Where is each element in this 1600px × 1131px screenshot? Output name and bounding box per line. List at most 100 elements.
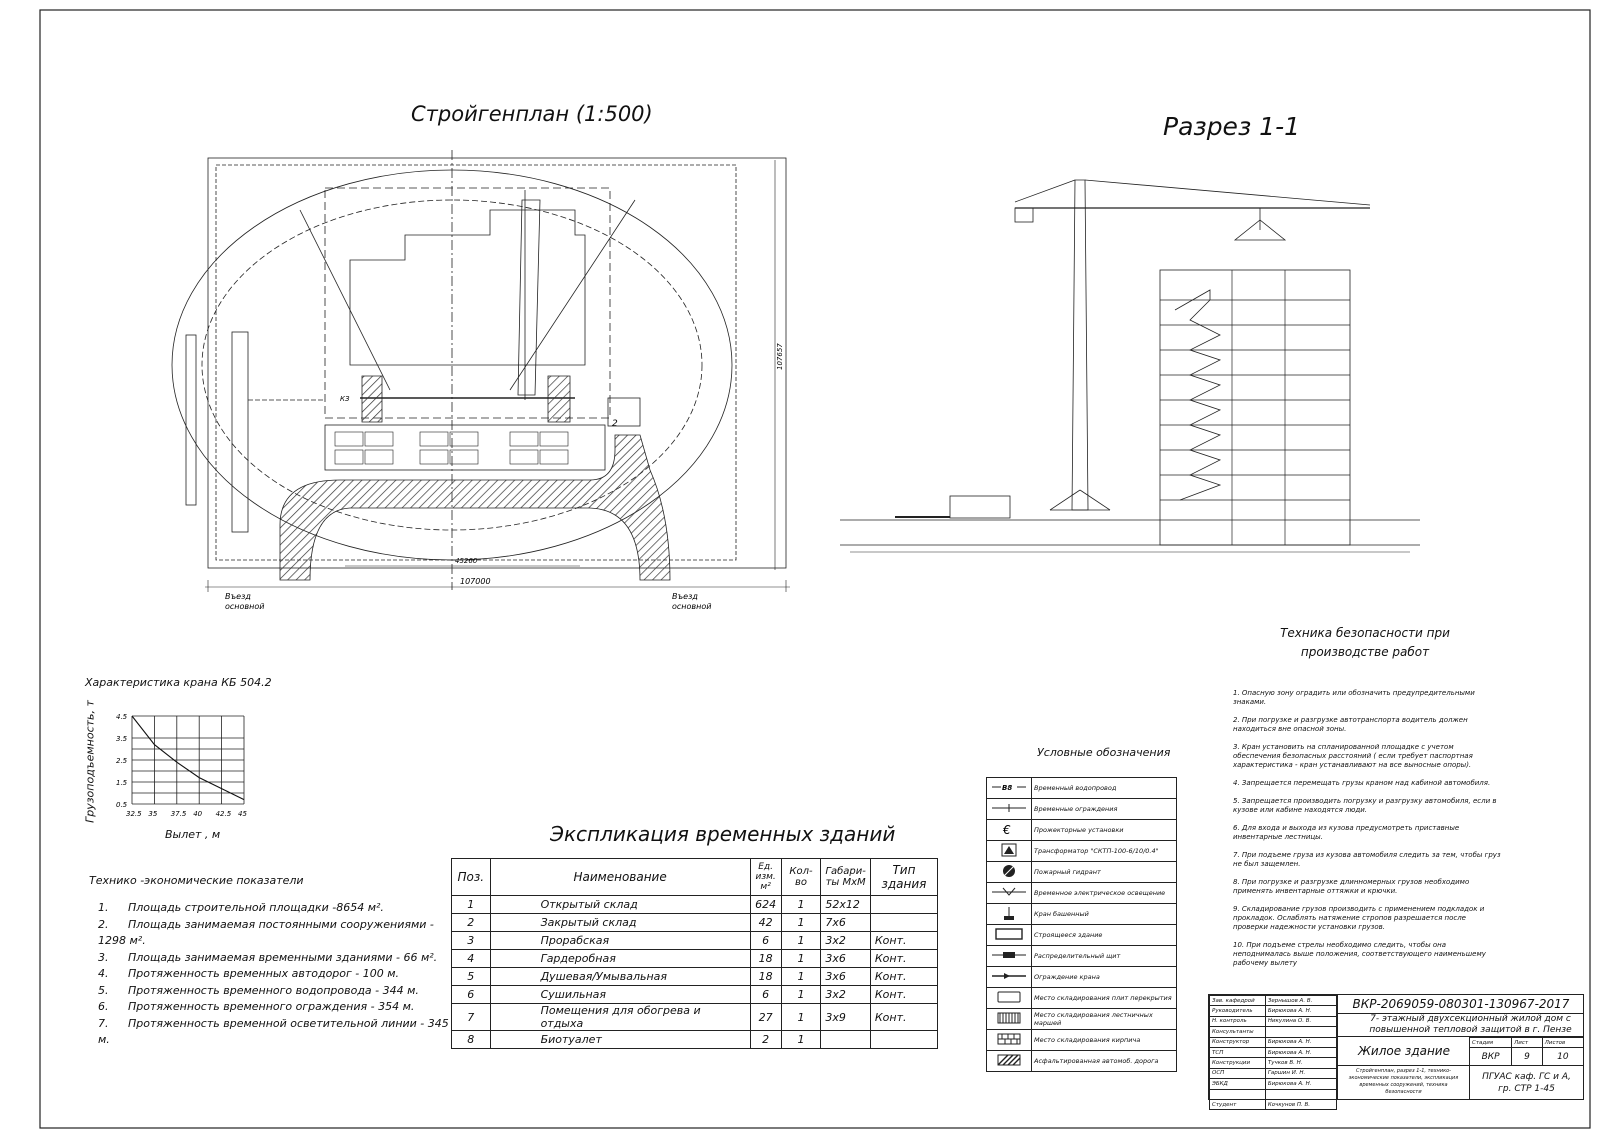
legend-label: Трансформатор "СКТП-100-6/10/0.4" xyxy=(1031,840,1177,862)
title-block-person-role: ОСП xyxy=(1209,1067,1266,1080)
legend-row: € Прожекторные установки xyxy=(986,819,1177,841)
title-block-person-name: Зернышов А. В. xyxy=(1264,994,1338,1007)
title-block-code: ВКР-2069059-080301-130967-2017 xyxy=(1337,995,1584,1014)
dim-vertical-label: 107657 xyxy=(776,343,784,370)
asphalt-road-icon xyxy=(986,1050,1032,1072)
title-block-person-name: Никулина О. В. xyxy=(1264,1015,1338,1028)
tei-item: 2.Площадь занимаемая постоянными сооруже… xyxy=(98,917,458,950)
tei-item: 7.Протяженность временной осветительной … xyxy=(98,1016,458,1049)
col-unit: Ед. изм. м² xyxy=(749,858,782,896)
explication-cell: Прорабская xyxy=(489,931,751,950)
section-title: Разрез 1-1 xyxy=(1163,112,1301,141)
exit-left-label: Въезд xyxy=(225,592,251,601)
explication-cell xyxy=(869,895,939,914)
slab-storage-icon xyxy=(986,987,1032,1009)
explication-cell: 1 xyxy=(780,895,822,914)
dim-total-label: 107000 xyxy=(460,577,491,586)
title-block-person-name: Кочкунов П. В. xyxy=(1264,1098,1338,1111)
floodlight-icon: € xyxy=(1002,823,1011,837)
transformer-icon xyxy=(1001,843,1017,857)
legend-row: Асфальтированная автомоб. дорога xyxy=(986,1050,1177,1072)
capacity-curve xyxy=(131,715,245,801)
x-tick-label: 45 xyxy=(238,810,247,818)
tei-item: 3.Площадь занимаемая временными зданиями… xyxy=(98,950,458,967)
explication-cell: Душевая/Умывальная xyxy=(489,967,751,986)
legend-label: Место складирования лестничных маршей xyxy=(1031,1008,1177,1030)
tei-list: 1.Площадь строительной площадки -8654 м²… xyxy=(98,900,458,1049)
legend-label: Временные ограждения xyxy=(1031,798,1177,820)
explication-cell: 1 xyxy=(780,1003,822,1031)
y-tick-label: 2.5 xyxy=(116,757,128,765)
legend-label: Ограждение крана xyxy=(1031,966,1177,988)
legend-label: Временное электрическое освещение xyxy=(1031,882,1177,904)
tei-item-number: 5. xyxy=(98,983,109,997)
title-block-person-role: ЭБКД xyxy=(1209,1078,1266,1090)
tei-item-text: Протяженность временного водопровода - 3… xyxy=(128,983,419,997)
building-icon xyxy=(986,924,1032,946)
title-block-contents: Стройгенплан, разрез 1-1, технико-эконом… xyxy=(1337,1065,1469,1099)
site-plan-title: Стройгенплан (1:500) xyxy=(411,102,653,126)
floodlight-icon: € xyxy=(986,819,1032,841)
col-name: Наименование xyxy=(489,858,751,896)
sheet-label: Лист xyxy=(1511,1036,1543,1049)
explication-cell: Гардеробная xyxy=(489,949,751,968)
title-block-person-name: Бирюкова А. Н. xyxy=(1264,1078,1338,1090)
explication-cell: Помещения для обогрева и отдыха xyxy=(489,1003,751,1031)
x-tick-label: 42.5 xyxy=(216,810,232,818)
title-block-stage: Стадия Лист Листов ВКР 9 10 xyxy=(1468,1036,1585,1067)
safety-title: Техника безопасности при производстве ра… xyxy=(1280,626,1450,659)
title-block-person-name: Бирюкова А. Н. xyxy=(1264,1046,1338,1059)
explication-cell: 1 xyxy=(780,1030,822,1049)
stage-value: ВКР xyxy=(1468,1047,1513,1067)
explication-cell: 42 xyxy=(749,913,782,932)
explication-cell: 27 xyxy=(749,1003,782,1031)
tei-item-number: 4. xyxy=(98,967,109,980)
x-tick-label: 37.5 xyxy=(171,810,187,818)
legend-row: Кран башенный xyxy=(986,903,1177,925)
hydrant-icon xyxy=(986,861,1032,883)
tei-item-number: 7. xyxy=(98,1016,109,1030)
explication-cell: 1 xyxy=(451,895,491,914)
explication-cell: 2 xyxy=(451,913,491,932)
storage-2-label: 2 xyxy=(612,419,618,429)
safety-list: 1. Опасную зону оградить или обозначить … xyxy=(1233,689,1503,977)
explication-cell: Конт. xyxy=(869,985,939,1004)
explication-cell: 18 xyxy=(749,967,782,986)
building-icon xyxy=(995,928,1023,940)
legend-row: Место складирования лестничных маршей xyxy=(986,1008,1177,1030)
x-tick-label: 40 xyxy=(193,810,202,818)
y-tick-label: 3.5 xyxy=(116,735,128,743)
title-block-person-name: Гаршин И. Н. xyxy=(1264,1067,1338,1080)
lighting-icon xyxy=(992,887,1026,896)
legend-label: Прожекторные установки xyxy=(1031,819,1177,841)
legend-label: Пожарный гидрант xyxy=(1031,861,1177,883)
explication-cell: 6 xyxy=(749,985,782,1004)
explication-cell: 4 xyxy=(451,949,491,968)
explication-cell: 1 xyxy=(780,967,822,986)
safety-item: 8. При погрузке и разгрузке длинномерных… xyxy=(1233,878,1470,895)
explication-cell: Закрытый склад xyxy=(489,913,751,932)
title-block-person-row xyxy=(1209,1088,1338,1100)
tei-title: Технико -экономические показатели xyxy=(89,874,304,887)
title-block-object: Жилое здание xyxy=(1337,1037,1470,1066)
title-block-person-role xyxy=(1209,1088,1266,1100)
col-qty: Кол-во xyxy=(780,858,822,896)
y-tick-label: 1.5 xyxy=(116,779,128,787)
safety-item: 6. Для входа и выхода из кузова предусмо… xyxy=(1233,824,1460,841)
slab-storage-icon xyxy=(997,991,1021,1003)
svg-text:В8: В8 xyxy=(1002,784,1012,792)
x-tick-label: 35 xyxy=(148,810,157,818)
explication-cell xyxy=(869,1030,939,1049)
explication-cell: 1 xyxy=(780,949,822,968)
switchboard-icon xyxy=(986,945,1032,967)
dim-inner-label: 45260 xyxy=(455,557,478,565)
